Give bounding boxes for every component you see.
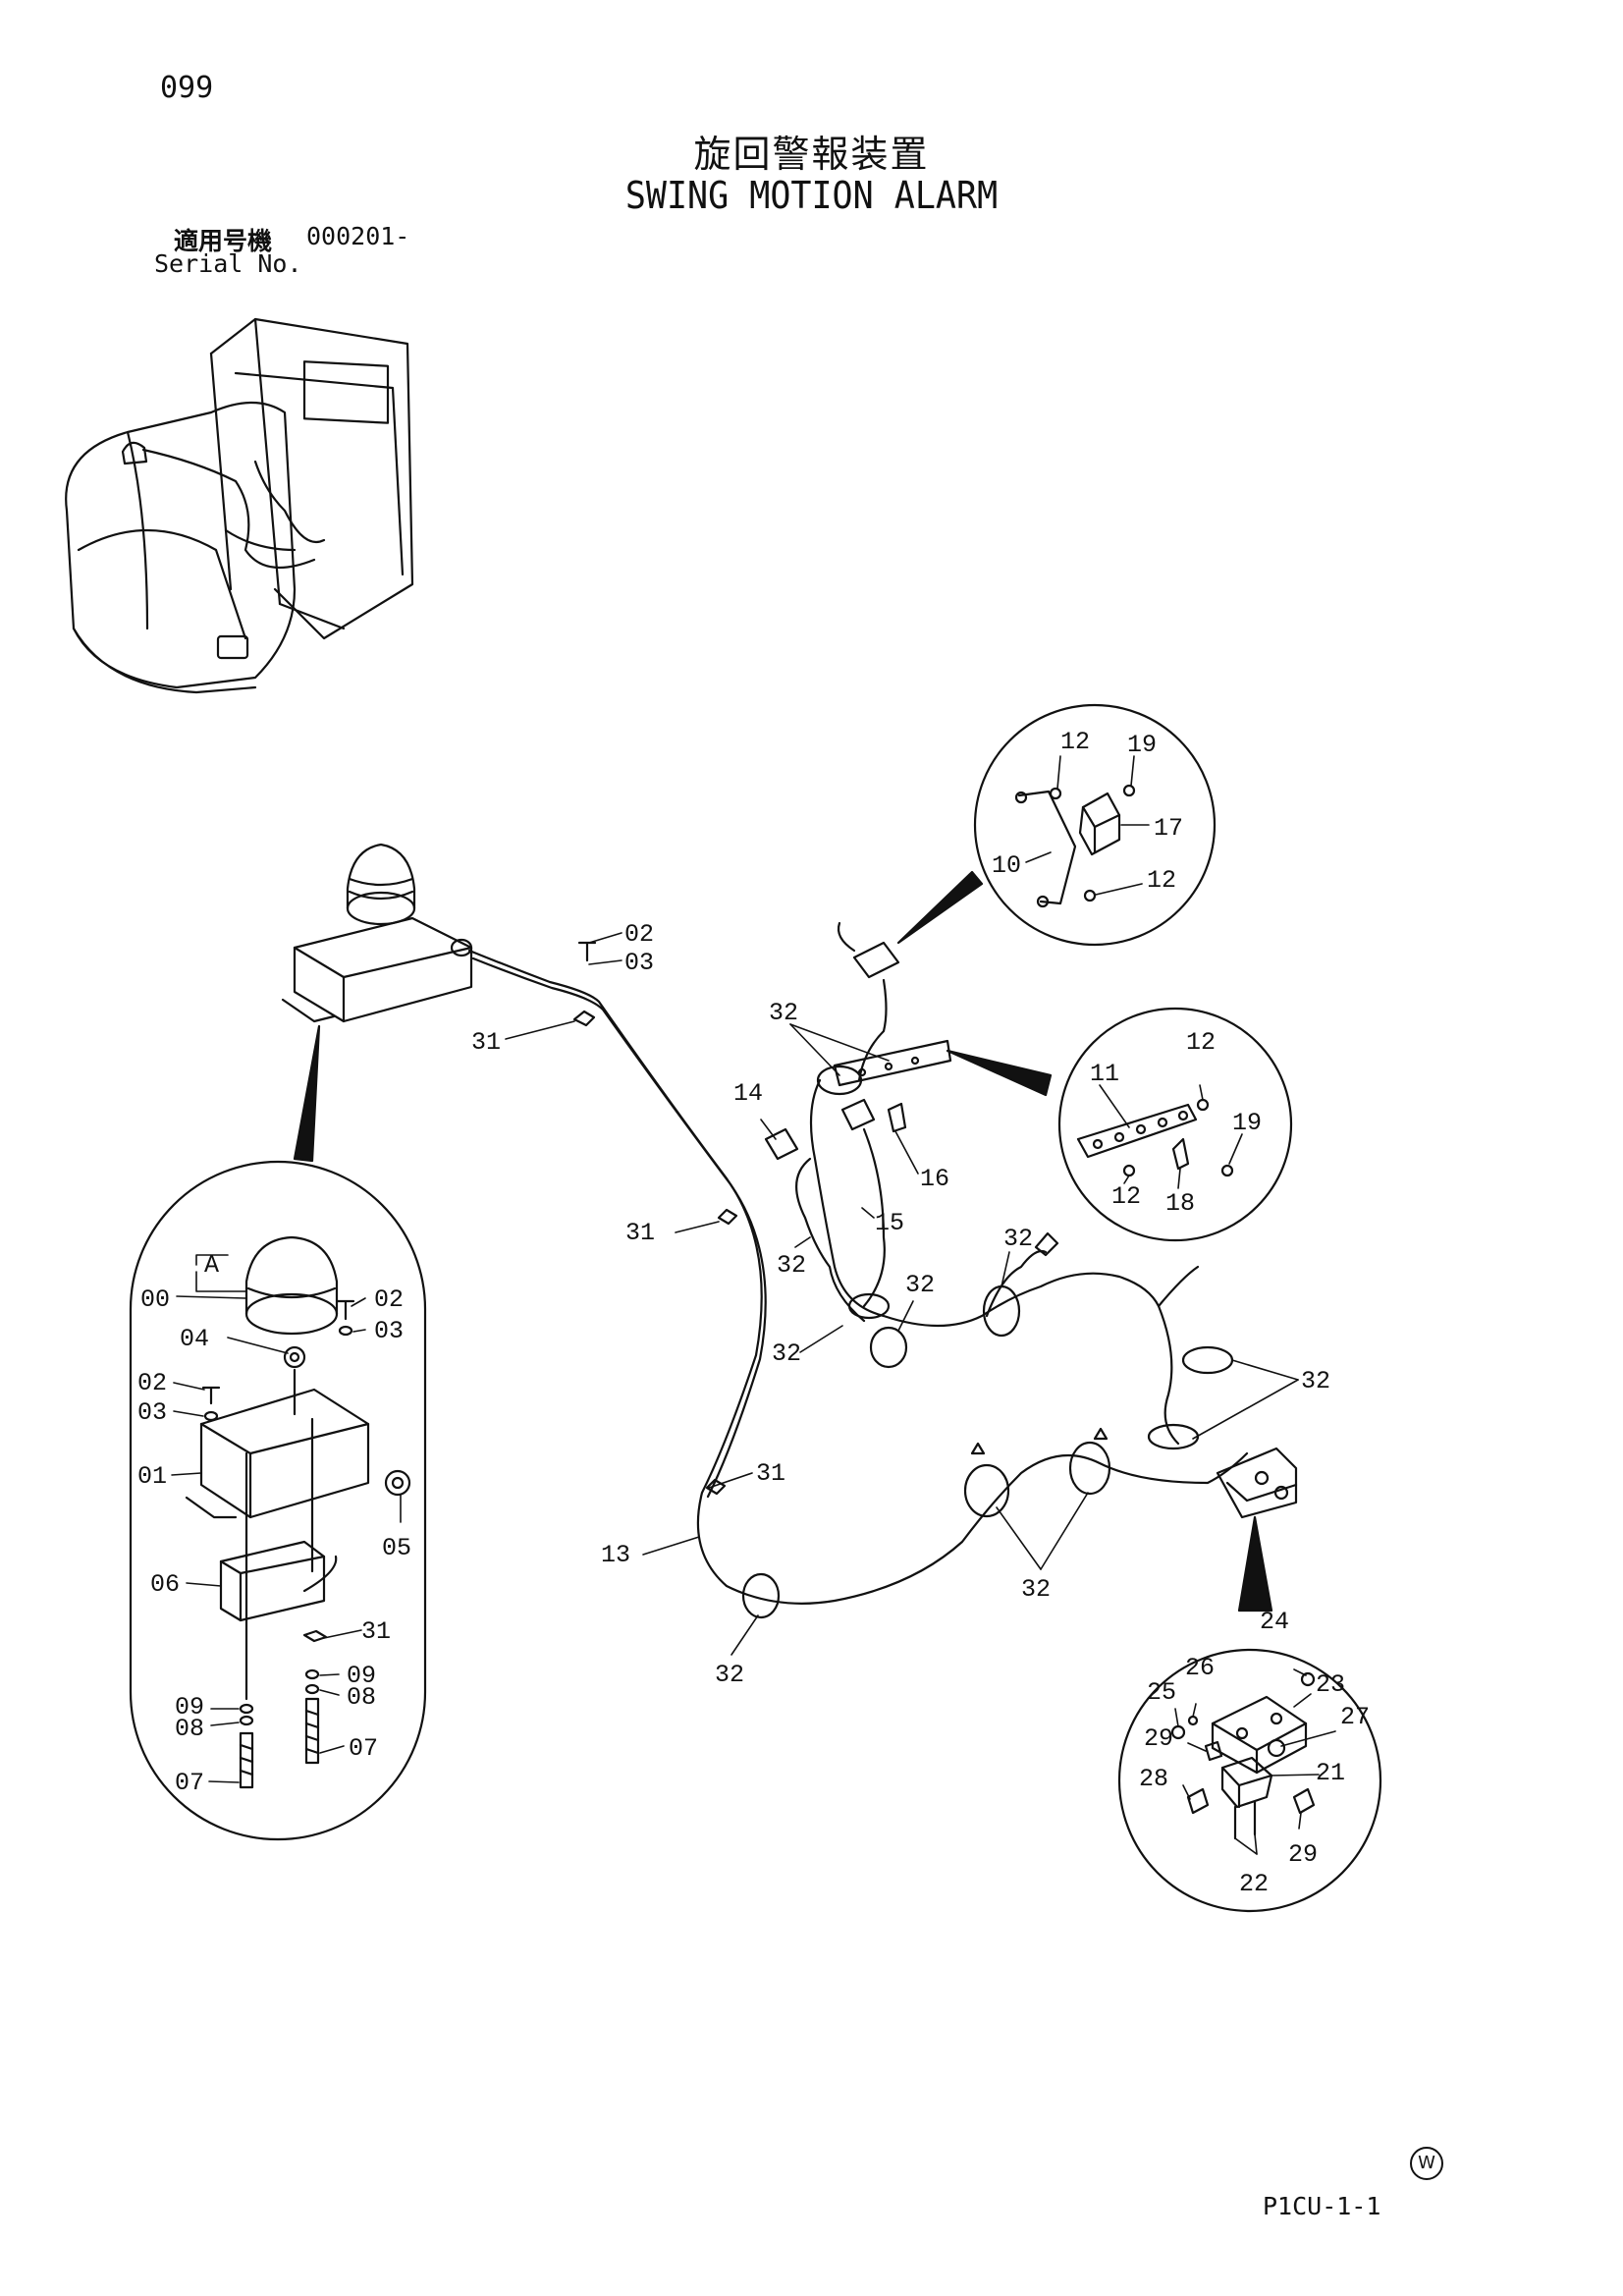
page-code: P1CU-1-1 — [1263, 2192, 1381, 2220]
callout-13: 13 — [601, 1541, 630, 1569]
plate-detail-leaders — [1099, 1084, 1243, 1189]
callout-11: 11 — [1090, 1060, 1119, 1088]
callout-31: 31 — [471, 1028, 501, 1057]
callout-12: 12 — [1060, 728, 1090, 756]
callout-01: 01 — [137, 1462, 167, 1491]
callout-05: 05 — [382, 1534, 411, 1562]
callout-15: 15 — [875, 1209, 904, 1237]
callout-31: 31 — [361, 1617, 391, 1646]
callout-08: 08 — [175, 1715, 204, 1743]
detail-pointer — [1237, 1515, 1273, 1613]
callout-31: 31 — [625, 1219, 655, 1247]
callout-25: 25 — [1147, 1678, 1176, 1707]
callout-32: 32 — [715, 1661, 744, 1689]
switch-detail-view — [1117, 1648, 1382, 1913]
callout-19: 19 — [1127, 731, 1157, 759]
callout-A: A — [204, 1251, 219, 1280]
callout-26: 26 — [1185, 1654, 1215, 1682]
callout-17: 17 — [1154, 814, 1183, 843]
callout-29: 29 — [1144, 1724, 1173, 1753]
callout-09: 09 — [175, 1693, 204, 1722]
callout-19: 19 — [1232, 1109, 1262, 1137]
detail-leader-lines — [171, 1254, 402, 1783]
callout-03: 03 — [137, 1398, 167, 1427]
callout-32: 32 — [905, 1271, 935, 1299]
callout-28: 28 — [1139, 1765, 1168, 1793]
wiring-harness-illustration — [741, 921, 1298, 1619]
callout-16: 16 — [920, 1165, 949, 1193]
harness-leader-lines — [730, 1023, 1299, 1656]
callout-32: 32 — [772, 1339, 801, 1368]
alarm-detail-view — [129, 1160, 427, 1841]
callout-23: 23 — [1316, 1670, 1345, 1699]
serial-label-japanese: 適用号機 — [174, 227, 273, 255]
edition-mark: W — [1410, 2147, 1443, 2180]
callout-12: 12 — [1186, 1028, 1216, 1057]
callout-21: 21 — [1316, 1759, 1345, 1787]
detail-pointer — [946, 1049, 1053, 1097]
callout-10: 10 — [992, 851, 1021, 880]
callout-18: 18 — [1165, 1189, 1195, 1218]
callout-02: 02 — [624, 920, 654, 949]
callout-00: 00 — [140, 1285, 170, 1314]
callout-14: 14 — [733, 1079, 763, 1108]
callout-numbers: 02 03 31 31 31 13 32 32 32 32 14 16 15 3… — [137, 728, 1370, 1898]
callout-02: 02 — [374, 1285, 404, 1314]
leader-lines — [505, 932, 753, 1556]
callout-04: 04 — [180, 1325, 209, 1353]
page-number: 099 — [160, 71, 214, 105]
serial-number-value: 000201- — [306, 222, 410, 250]
callout-32: 32 — [1003, 1225, 1033, 1253]
alarm-unit-illustration — [281, 843, 1249, 1605]
switch-detail-leaders — [1174, 1668, 1336, 1855]
callout-32: 32 — [769, 999, 798, 1027]
page-title-japanese: 旋回警報装置 — [693, 133, 930, 176]
callout-03: 03 — [624, 949, 654, 977]
bracket-detail-leaders — [1025, 755, 1150, 896]
detail-pointer — [896, 870, 984, 945]
page-title: SWING MOTION ALARM — [624, 175, 999, 218]
callout-08: 08 — [347, 1683, 376, 1712]
callout-31: 31 — [756, 1459, 785, 1488]
bracket-detail-view — [973, 703, 1217, 947]
callout-29: 29 — [1288, 1840, 1318, 1869]
callout-24: 24 — [1260, 1608, 1289, 1636]
callout-09: 09 — [347, 1662, 376, 1690]
plate-detail-view — [1057, 1007, 1293, 1242]
callout-32: 32 — [1301, 1367, 1330, 1395]
callout-03: 03 — [374, 1317, 404, 1345]
callout-22: 22 — [1239, 1870, 1269, 1898]
machine-overview-illustration — [65, 317, 414, 694]
callout-02: 02 — [137, 1369, 167, 1397]
callout-07: 07 — [175, 1769, 204, 1797]
callout-27: 27 — [1340, 1703, 1370, 1731]
callout-32: 32 — [777, 1251, 806, 1280]
serial-label: Serial No. — [154, 249, 302, 278]
callout-12: 12 — [1147, 866, 1176, 895]
detail-pointer — [293, 1024, 321, 1163]
callout-12: 12 — [1111, 1182, 1141, 1211]
callout-06: 06 — [150, 1570, 180, 1599]
callout-32: 32 — [1021, 1575, 1051, 1604]
callout-07: 07 — [349, 1734, 378, 1763]
